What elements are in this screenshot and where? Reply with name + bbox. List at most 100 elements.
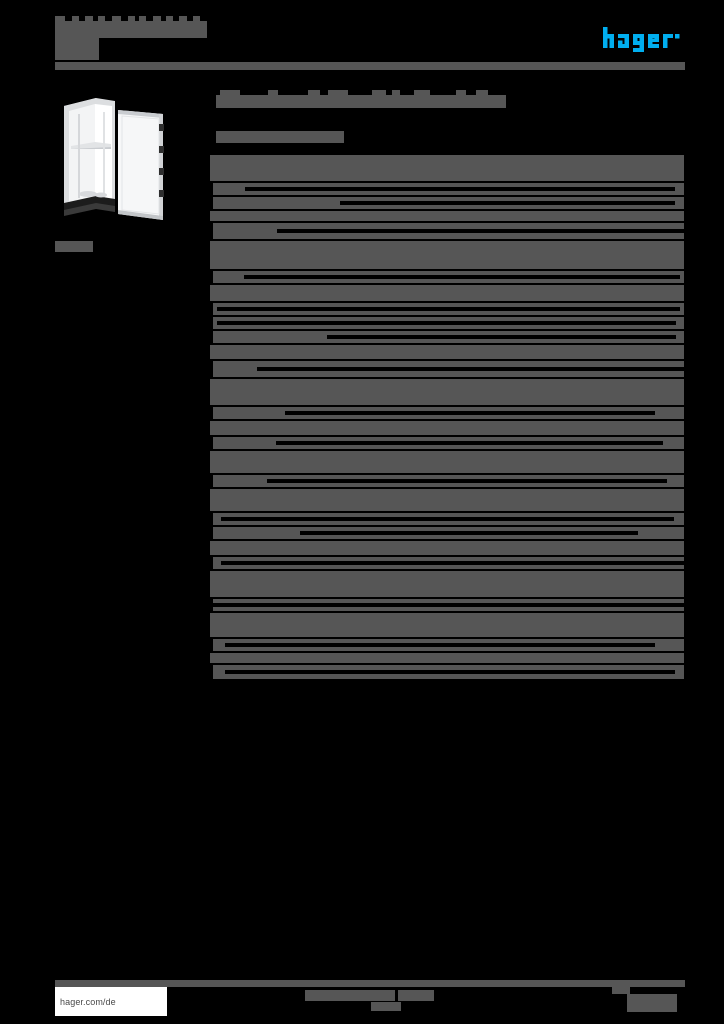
table-row-separator: [210, 597, 684, 599]
table-group-row: [210, 451, 684, 473]
table-row: [210, 407, 684, 419]
page-subtitle: [216, 131, 344, 143]
footer-divider: [55, 980, 685, 987]
table-cell-value-leader: [267, 479, 667, 483]
table-cell-value-leader: [340, 201, 675, 205]
table-group-row: [210, 421, 684, 435]
hager-logo: [603, 27, 680, 52]
table-row-edge: [210, 475, 213, 487]
table-row-edge: [210, 665, 213, 679]
table-row-edge: [210, 513, 213, 525]
table-row-edge: [210, 599, 213, 611]
table-cell-value-leader: [285, 411, 655, 415]
table-row: [210, 599, 684, 611]
table-row-separator: [210, 651, 684, 653]
table-group-row: [210, 653, 684, 663]
table-group-row: [210, 211, 684, 221]
product-image: [55, 84, 175, 234]
table-row: [210, 271, 684, 283]
table-row-edge: [210, 271, 213, 283]
table-row-separator: [210, 301, 684, 303]
product-image-caption: [55, 241, 93, 252]
table-cell-value-leader: [327, 335, 676, 339]
table-row: [210, 639, 684, 651]
table-row-separator: [210, 283, 684, 285]
table-row-separator: [210, 195, 684, 197]
table-cell-value-leader: [276, 441, 663, 445]
table-row-edge: [210, 331, 213, 343]
footer-url-text[interactable]: hager.com/de: [60, 996, 116, 1007]
table-row-edge: [210, 437, 213, 449]
table-row-separator: [210, 419, 684, 421]
table-row-edge: [210, 183, 213, 195]
table-group-row: [210, 613, 684, 637]
table-row: [210, 665, 684, 679]
table-cell-value-leader: [300, 531, 638, 535]
footer-url-box[interactable]: hager.com/de: [55, 987, 167, 1016]
table-cell-value-leader: [225, 670, 675, 674]
table-row: [210, 223, 684, 239]
table-row: [210, 331, 684, 343]
table-cell-value-leader: [221, 561, 684, 565]
table-row-separator: [210, 569, 684, 571]
table-row: [210, 303, 684, 315]
table-row-separator: [210, 487, 684, 489]
table-row-edge: [210, 317, 213, 329]
table-group-row: [210, 571, 684, 597]
table-row-separator: [210, 637, 684, 639]
table-row-separator: [210, 377, 684, 379]
table-group-row: [210, 155, 684, 181]
table-row-edge: [210, 223, 213, 239]
table-group-row: [210, 489, 684, 511]
table-row-separator: [210, 511, 684, 513]
document-header: [55, 14, 685, 62]
table-cell-value-leader: [221, 517, 674, 521]
table-row-separator: [210, 329, 684, 331]
table-row-separator: [210, 209, 684, 211]
table-group-row: [210, 541, 684, 555]
table-row-separator: [210, 343, 684, 345]
footer-text-1: [305, 990, 395, 1001]
table-row: [210, 475, 684, 487]
table-row-edge: [210, 303, 213, 315]
document-title-line-2: [55, 38, 99, 60]
table-row-separator: [210, 269, 684, 271]
table-row-edge: [210, 639, 213, 651]
table-row-separator: [210, 435, 684, 437]
table-row-separator: [210, 359, 684, 361]
table-row: [210, 361, 684, 377]
table-row-separator: [210, 221, 684, 223]
table-row-separator: [210, 473, 684, 475]
table-row-separator: [210, 525, 684, 527]
table-row-edge: [210, 527, 213, 539]
table-row-separator: [210, 239, 684, 241]
table-cell-value-leader: [217, 307, 680, 311]
footer-text-3: [371, 1002, 401, 1011]
table-row-separator: [210, 555, 684, 557]
table-row-separator: [210, 539, 684, 541]
table-row-separator: [210, 181, 684, 183]
footer-page-number-block: [627, 994, 677, 1012]
table-row: [210, 527, 684, 539]
specification-table: [210, 155, 684, 679]
table-row: [210, 557, 684, 569]
header-divider: [55, 62, 685, 70]
table-cell-value-leader: [245, 187, 675, 191]
table-group-row: [210, 285, 684, 301]
table-row-separator: [210, 663, 684, 665]
table-cell-value-leader: [257, 367, 684, 371]
table-row: [210, 183, 684, 195]
table-row-separator: [210, 405, 684, 407]
table-row: [210, 317, 684, 329]
table-cell-value-leader: [210, 603, 684, 607]
table-row-edge: [210, 407, 213, 419]
table-cell-value-leader: [217, 321, 676, 325]
table-cell-value-leader: [277, 229, 684, 233]
table-row-separator: [210, 315, 684, 317]
table-row-edge: [210, 361, 213, 377]
table-group-row: [210, 241, 684, 269]
table-row: [210, 437, 684, 449]
table-row-separator: [210, 611, 684, 613]
table-row-separator: [210, 449, 684, 451]
